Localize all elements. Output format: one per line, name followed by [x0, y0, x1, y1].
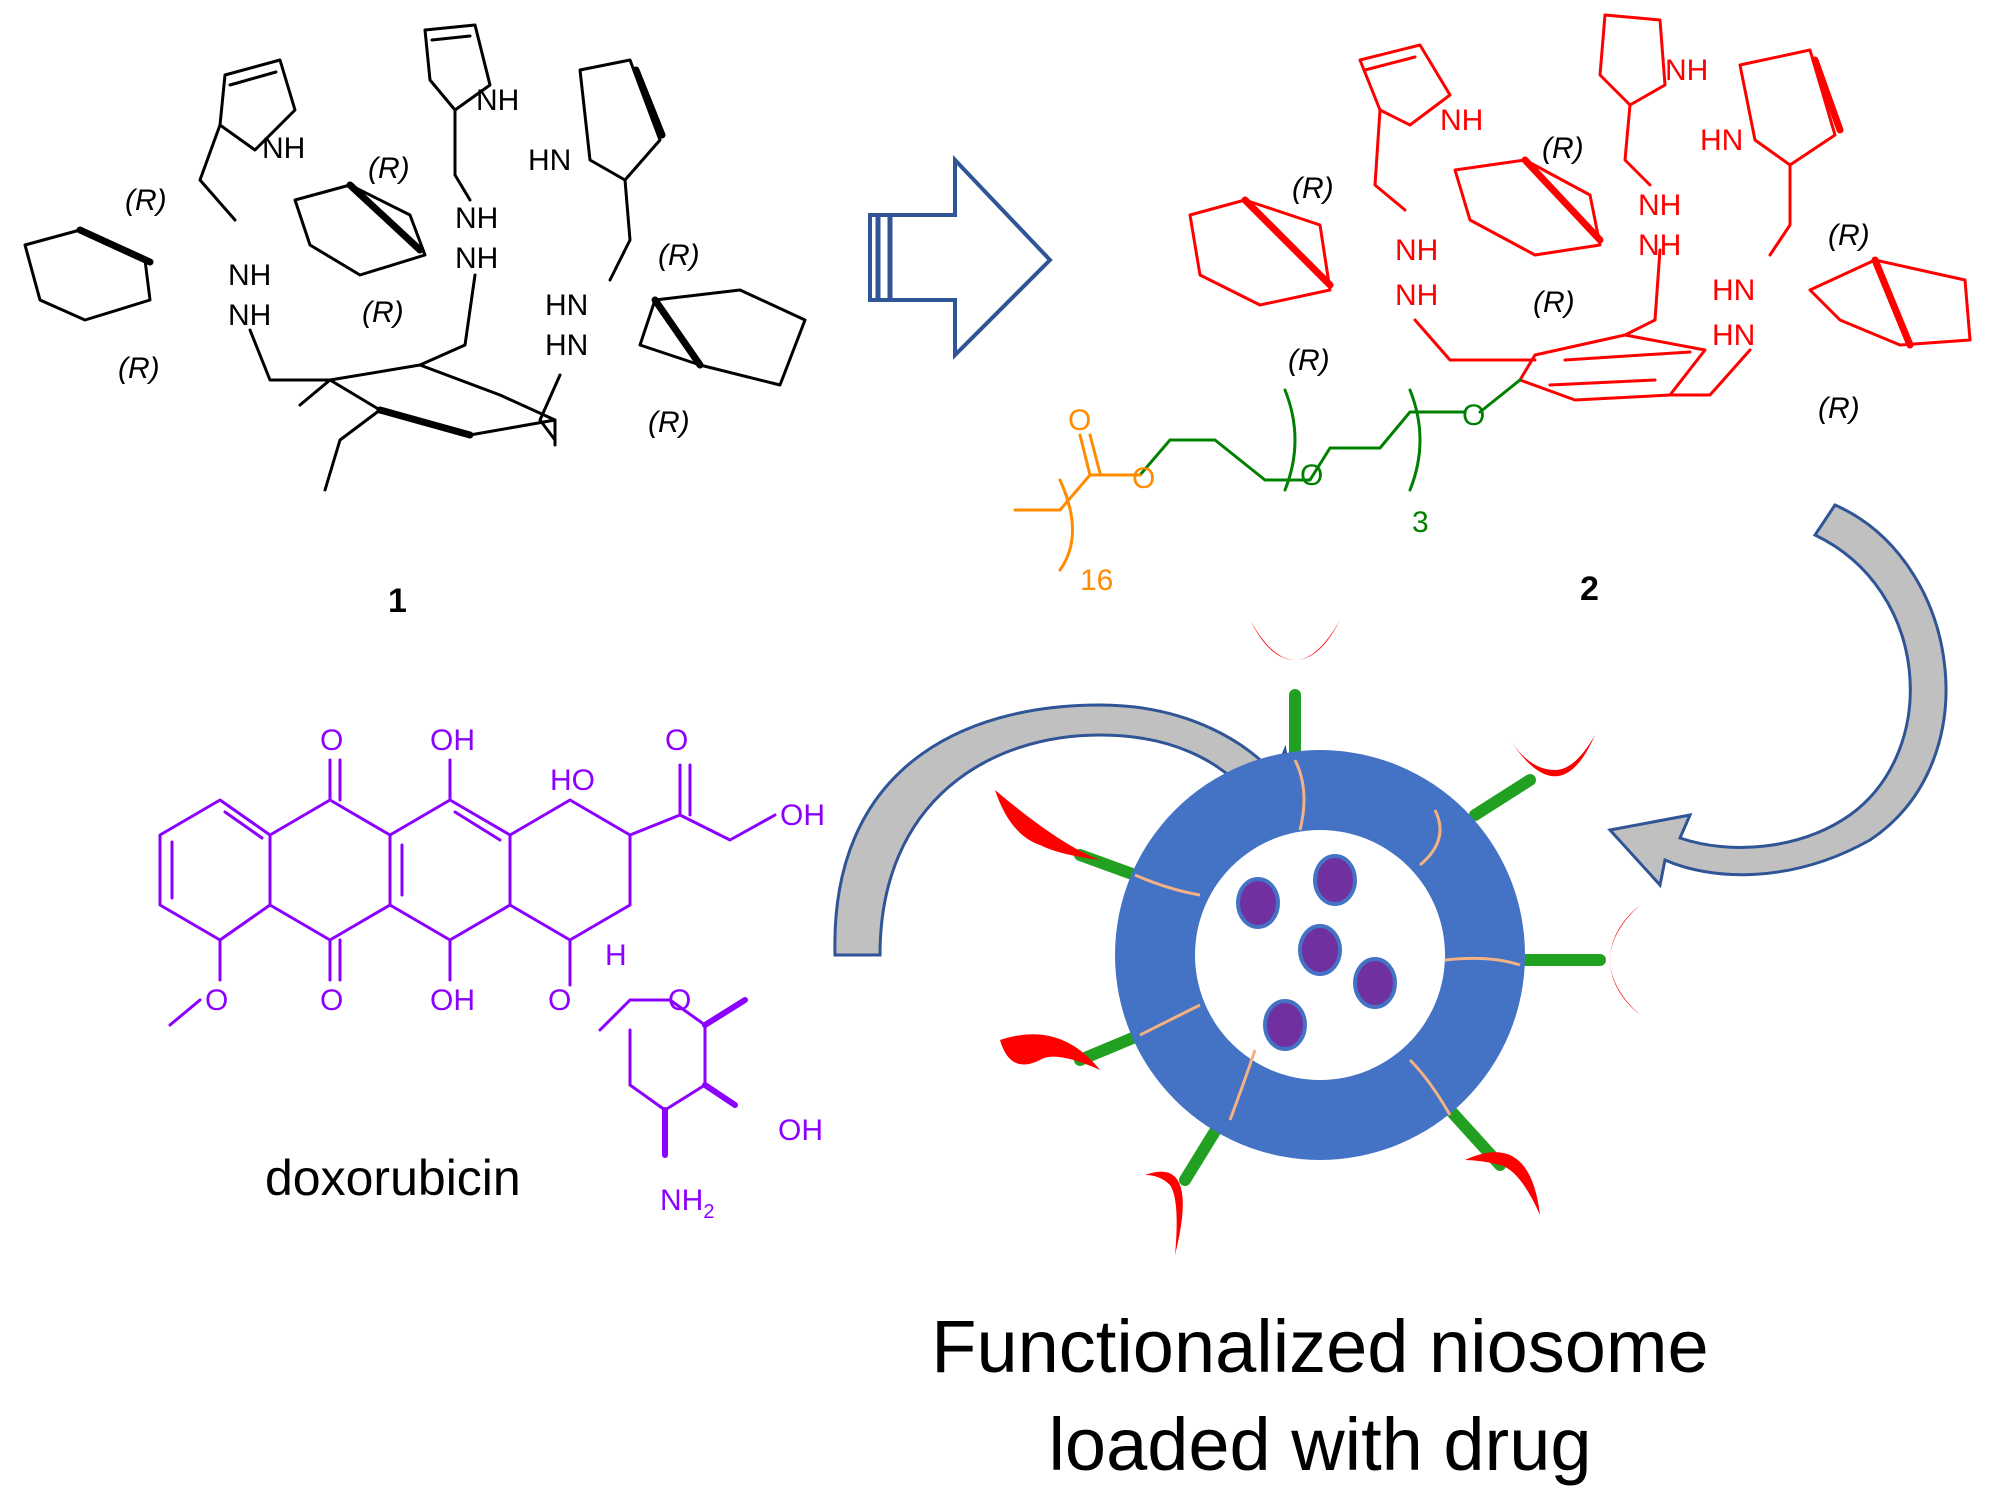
dox-oh-top: OH — [430, 724, 475, 757]
compound-1-number: 1 — [388, 582, 407, 620]
c1-hn-pyrrole-right: HN — [528, 144, 571, 177]
c2-nh-2a-upper: NH — [1395, 234, 1438, 267]
c2-carbonyl-o: O — [1068, 404, 1091, 437]
pyrrole-ring-2b — [1598, 13, 1667, 107]
c1-nh-middle-lower: NH — [455, 242, 498, 275]
pyrrole-ring-left — [218, 58, 297, 152]
c1-stereo-2: (R) — [118, 352, 160, 385]
dox-oh-bottom: OH — [430, 984, 475, 1017]
dox-ring-o: O — [668, 984, 691, 1017]
dox-ring-b — [268, 798, 392, 942]
c2-nh-pyrrole-a: NH — [1440, 104, 1483, 137]
dox-glycosidic-o: O — [548, 984, 571, 1017]
niosome-drug-particles — [1236, 854, 1397, 1051]
compound-2-peg-chain — [1138, 378, 1522, 492]
compound-1-labels: NH NH HN NH NH NH NH HN HN (R) (R) (R) (… — [118, 84, 700, 620]
targeting-cap — [1510, 735, 1595, 777]
c1-stereo-5: (R) — [658, 239, 700, 272]
reaction-arrow — [868, 154, 1053, 360]
targeting-cap — [1145, 1171, 1183, 1255]
c1-nh-left-upper: NH — [228, 259, 271, 292]
c1-hn-right-lower: HN — [545, 329, 588, 362]
drug-particle — [1353, 957, 1397, 1009]
drug-particle — [1263, 999, 1307, 1051]
cyclohexane-right — [638, 288, 807, 387]
c2-acyl-repeat: 16 — [1080, 564, 1113, 597]
dox-sugar-oh: OH — [778, 1114, 823, 1147]
dox-o-bottom: O — [320, 984, 343, 1017]
dox-o-top-left: O — [320, 724, 343, 757]
c2-ester-o: O — [1132, 462, 1155, 495]
doxorubicin-labels: O OH O HO OH O OH O O O H OH NH2 — [205, 724, 825, 1223]
curved-arrow-from-compound-2 — [1607, 503, 1948, 889]
c2-hn-2c-upper: HN — [1712, 274, 1755, 307]
pyrrole-ring-middle — [423, 23, 492, 112]
c2-peg-repeat: 3 — [1412, 506, 1429, 539]
c2-nh-2b-upper: NH — [1638, 189, 1681, 222]
c1-nh-middle-upper: NH — [455, 202, 498, 235]
dox-ring-d — [508, 798, 632, 942]
compound-2-acyl-chain — [1013, 433, 1142, 572]
dox-h: H — [605, 939, 627, 972]
dox-ring-c — [388, 798, 512, 942]
targeting-cap — [1000, 1034, 1100, 1070]
compound-2-labels: NH NH HN NH NH NH NH HN HN (R) (R) (R) (… — [1068, 54, 1870, 608]
niosome — [995, 620, 1640, 1255]
targeting-cap — [1610, 905, 1640, 1015]
doxorubicin-name: doxorubicin — [265, 1150, 521, 1206]
c2-hn-pyrrole-c: HN — [1700, 124, 1743, 157]
niosome-lipid-lines — [1134, 759, 1521, 1121]
drug-particle — [1236, 877, 1280, 929]
c2-nh-2a-lower: NH — [1395, 279, 1438, 312]
c1-nh-left-lower: NH — [228, 299, 271, 332]
drug-particle — [1313, 854, 1357, 906]
dox-oh-right: OH — [780, 799, 825, 832]
pyrrole-ring-2c — [1738, 48, 1837, 167]
c2-hn-2c-lower: HN — [1712, 319, 1755, 352]
dox-methoxy-o: O — [205, 984, 228, 1017]
c1-stereo-1: (R) — [125, 184, 167, 217]
c1-hn-right-upper: HN — [545, 289, 588, 322]
compound-2-number: 2 — [1580, 570, 1599, 608]
c1-stereo-4: (R) — [362, 296, 404, 329]
c1-stereo-6: (R) — [648, 406, 690, 439]
aryl-core-2 — [1518, 333, 1707, 402]
targeting-cap — [1465, 1152, 1540, 1215]
curved-arrow-to-core — [833, 703, 1302, 957]
dox-o-top-right: O — [665, 724, 688, 757]
dox-ring-a — [158, 798, 272, 942]
c2-stereo-4: (R) — [1288, 344, 1330, 377]
c2-stereo-3: (R) — [1533, 286, 1575, 319]
c2-stereo-5: (R) — [1828, 219, 1870, 252]
c2-aryl-ether-o: O — [1462, 399, 1485, 432]
dox-nh2: NH2 — [660, 1184, 714, 1223]
targeting-cap — [1250, 620, 1340, 660]
c1-nh-pyrrole-left: NH — [262, 132, 305, 165]
drug-particle — [1298, 924, 1342, 976]
targeting-cap — [995, 790, 1100, 860]
compound-1-structure — [23, 23, 807, 492]
dox-ho: HO — [550, 764, 595, 797]
niosome-tethers — [1074, 689, 1606, 1186]
c2-stereo-1: (R) — [1292, 172, 1334, 205]
doxorubicin-structure — [158, 758, 777, 1158]
niosome-targeting-caps — [995, 620, 1640, 1255]
niosome-caption-line-1: Functionalized niosome — [931, 1305, 1708, 1388]
c2-stereo-6: (R) — [1818, 392, 1860, 425]
c2-peg-o: O — [1300, 459, 1323, 492]
c1-stereo-3: (R) — [368, 152, 410, 185]
c2-stereo-2: (R) — [1542, 132, 1584, 165]
cyclohexane-2b — [1453, 158, 1602, 257]
c2-nh-pyrrole-b: NH — [1665, 54, 1708, 87]
c1-nh-pyrrole-middle: NH — [476, 84, 519, 117]
pyrrole-ring-2a — [1358, 43, 1452, 127]
pyrrole-ring-right — [578, 58, 662, 182]
niosome-caption-line-2: loaded with drug — [1048, 1403, 1591, 1486]
cyclohexane-left — [23, 228, 152, 322]
c2-nh-2b-lower: NH — [1638, 229, 1681, 262]
compound-2-structure — [1188, 13, 1972, 402]
